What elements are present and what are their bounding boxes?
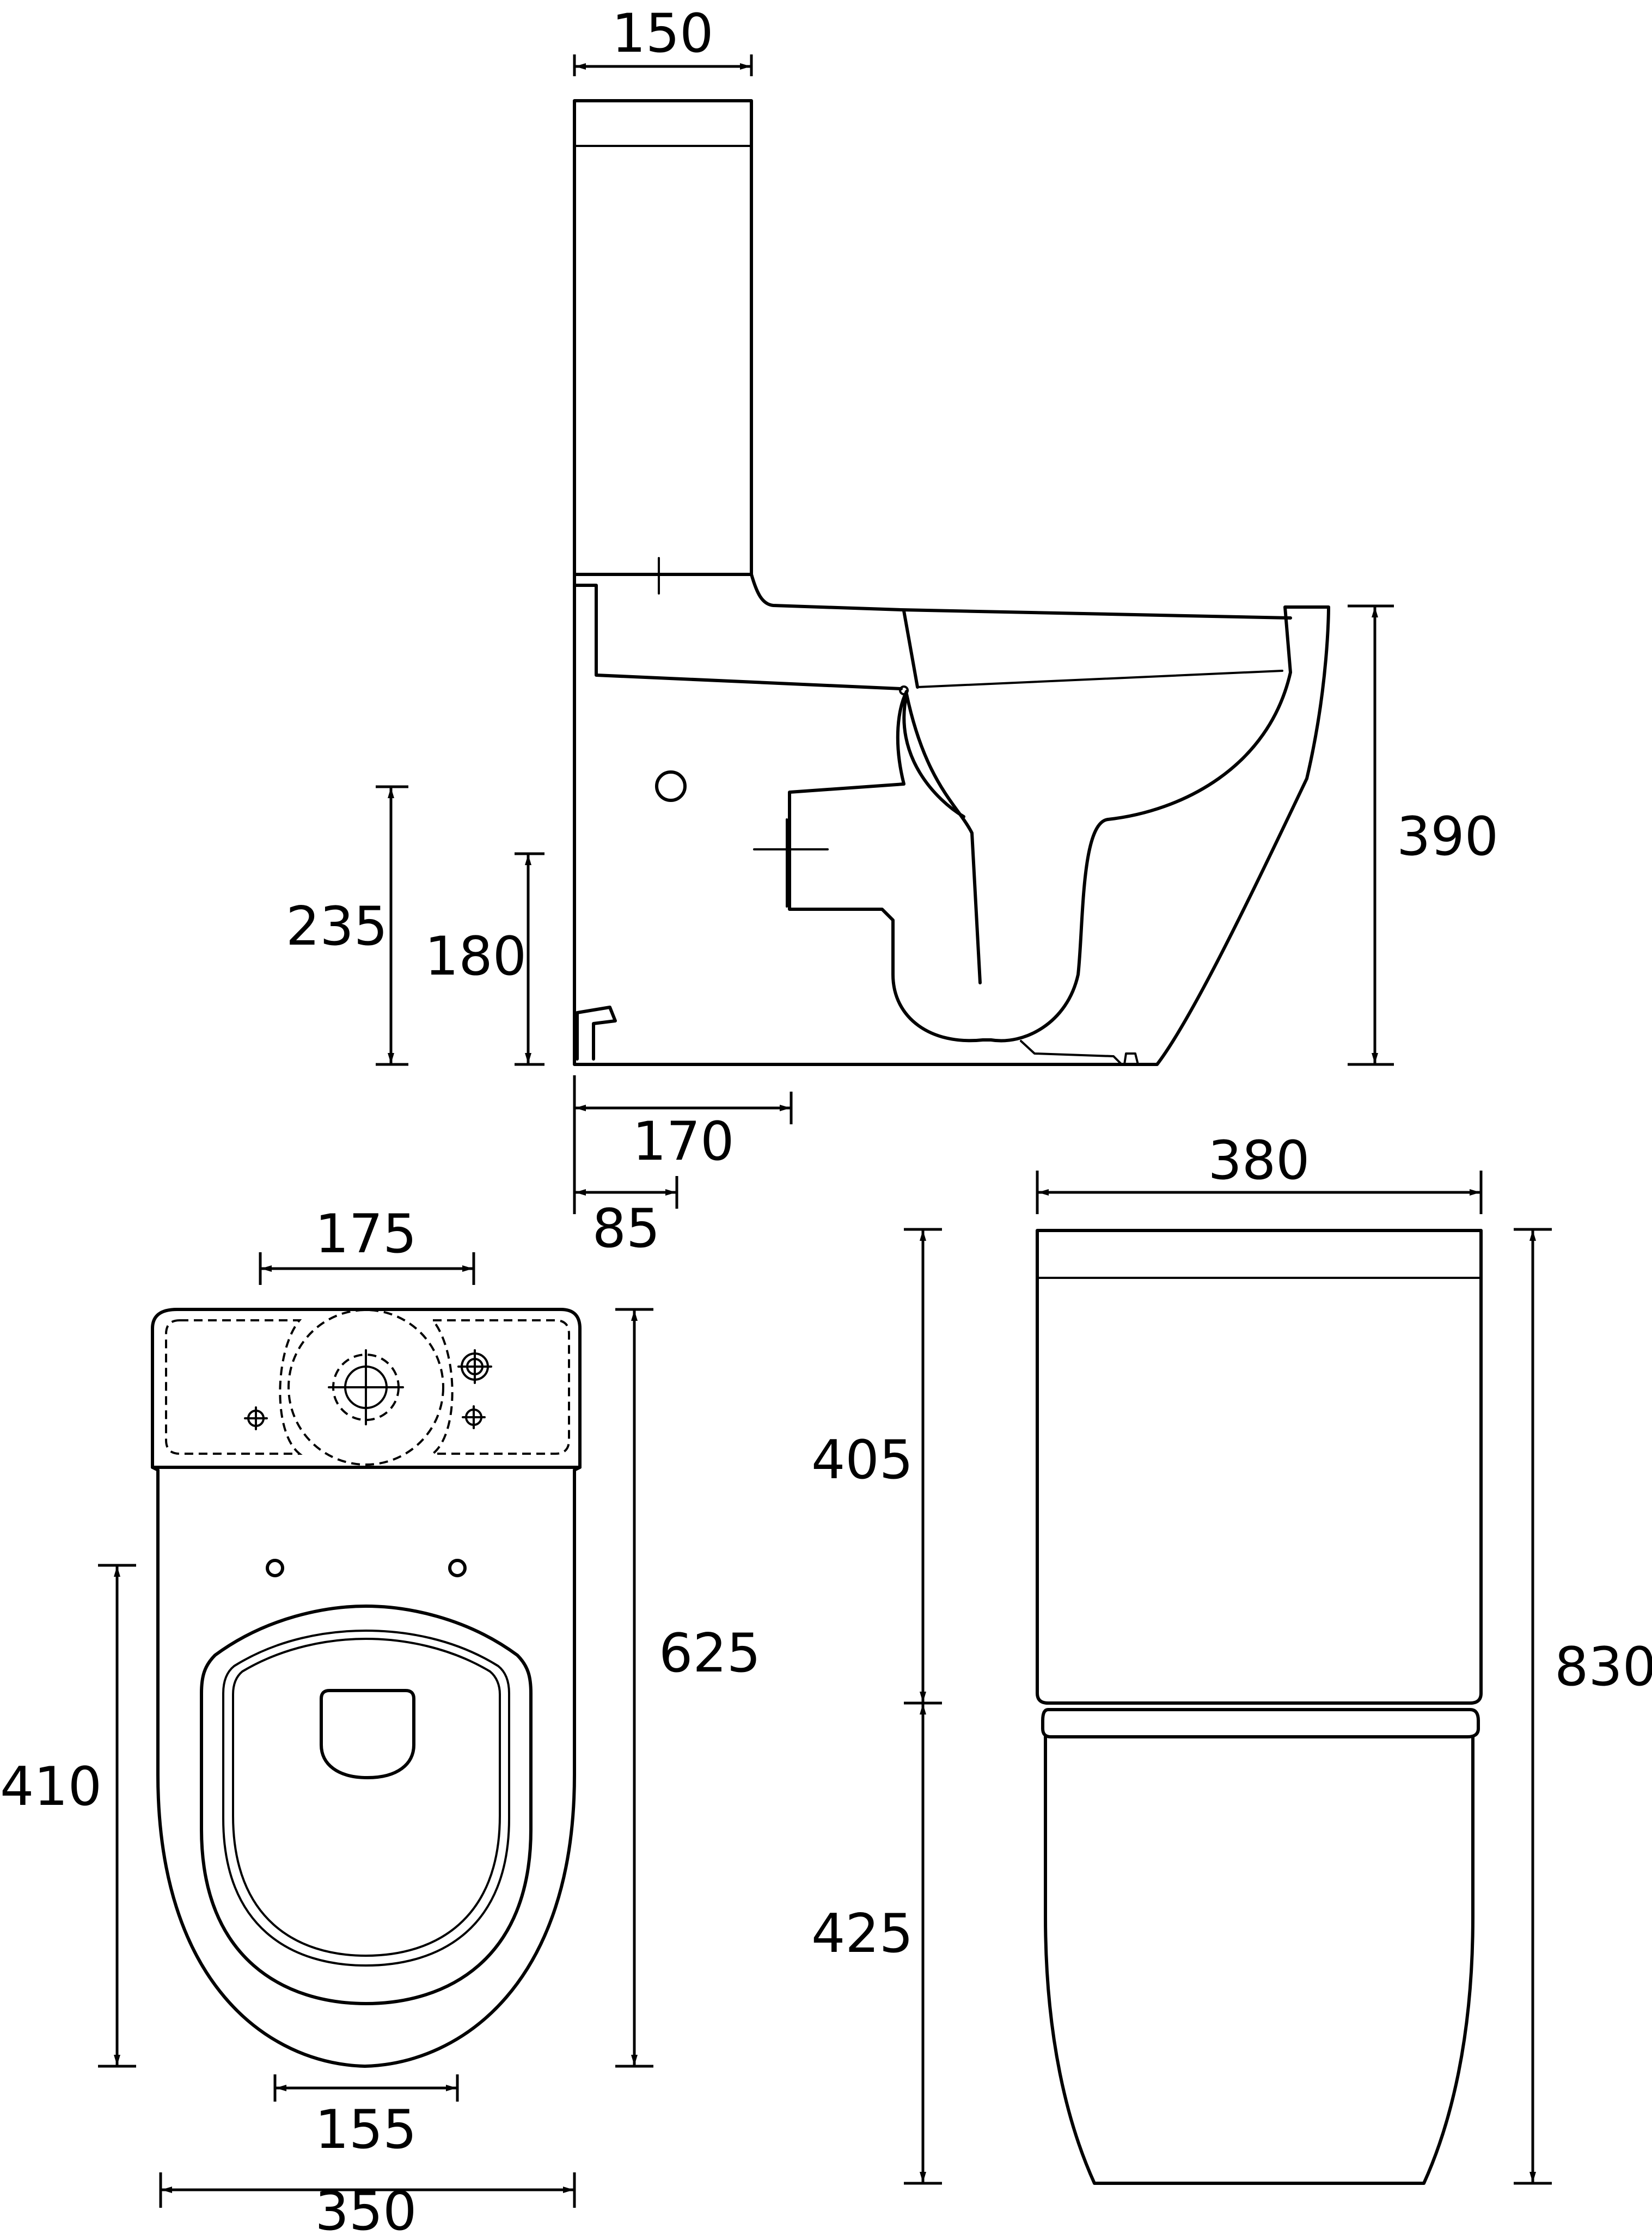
dim-235-label: 235: [286, 896, 388, 958]
plan-outline: [151, 1308, 582, 2068]
front-pan: [1041, 1708, 1480, 2185]
dim-410-label: 410: [0, 1756, 102, 1818]
plan-dimensions: 175 625 410 155 350: [0, 1203, 761, 2235]
dim-830-label: 830: [1555, 1636, 1652, 1698]
front-cistern: [1036, 1229, 1483, 1705]
dim-380-label: 380: [1208, 1130, 1310, 1192]
dim-150-label: 150: [611, 3, 713, 65]
plan-bowl: [200, 1605, 533, 2005]
side-pan: [573, 573, 1330, 1066]
dim-425-label: 425: [811, 1903, 913, 1965]
side-view: 150 390 235 180 170 85: [286, 3, 1498, 1260]
dim-85-label: 85: [592, 1198, 660, 1260]
dim-405-label: 405: [811, 1429, 913, 1491]
side-cistern: [573, 99, 753, 595]
plan-view: 175 625 410 155 350: [0, 1203, 761, 2235]
dim-625-label: 625: [659, 1622, 761, 1685]
dim-350-label: 350: [315, 2181, 417, 2235]
dim-175-label: 175: [315, 1203, 417, 1265]
side-dimensions: 150 390 235 180 170 85: [286, 3, 1498, 1260]
dim-155-label: 155: [315, 2099, 417, 2161]
dim-390-label: 390: [1397, 806, 1498, 868]
front-view: 380 405 425 830: [811, 1130, 1652, 2185]
dim-180-label: 180: [425, 926, 527, 988]
front-dimensions: 380 405 425 830: [811, 1130, 1652, 2185]
dim-170-label: 170: [632, 1111, 734, 1173]
